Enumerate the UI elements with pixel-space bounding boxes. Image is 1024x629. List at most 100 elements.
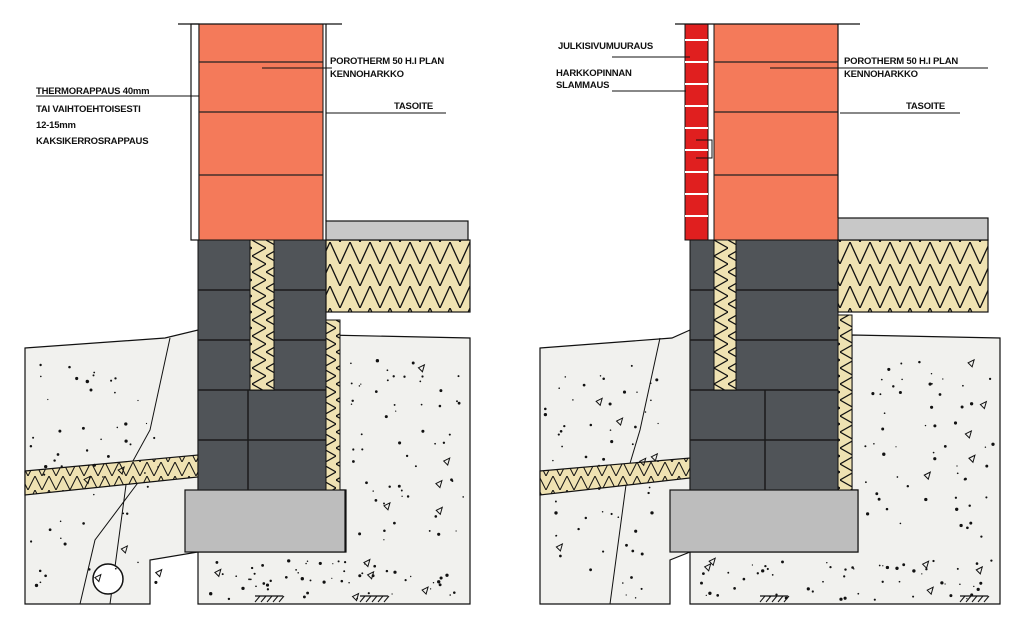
- wall-tie: [696, 139, 713, 159]
- label-kennoharkko-left: KENNOHARKKO: [330, 69, 404, 80]
- aggregate-dot: [625, 594, 627, 596]
- aggregate-dot: [388, 485, 391, 488]
- aggregate-dot: [48, 528, 52, 532]
- aggregate-dot: [455, 530, 457, 532]
- aggregate-dot: [352, 460, 355, 463]
- aggregate-dot: [373, 564, 377, 568]
- aggregate-dot: [63, 542, 67, 546]
- aggregate-dot: [75, 376, 79, 381]
- aggregate-dot: [558, 387, 560, 390]
- ground-hatch: [260, 595, 267, 603]
- aggregate-dot: [421, 429, 425, 433]
- porotherm-brick-wall: [198, 23, 324, 241]
- aggregate-dot: [878, 564, 881, 567]
- label-harkkopinnan: HARKKOPINNAN: [556, 68, 632, 79]
- aggregate-dot: [991, 442, 995, 446]
- aggregate-dot: [949, 594, 953, 598]
- aggregate-dot: [702, 572, 705, 575]
- aggregate-dot: [912, 595, 915, 598]
- aggregate-dot: [555, 534, 558, 537]
- aggregate-dot: [351, 399, 354, 403]
- aggregate-dot: [85, 379, 89, 384]
- aggregate-dot: [902, 563, 906, 567]
- aggregate-dot: [300, 577, 304, 581]
- aggregate-dot: [564, 376, 567, 378]
- aggregate-dot: [157, 466, 159, 468]
- ground-hatch: [266, 595, 273, 603]
- edge-insulation-vertical: [325, 319, 341, 491]
- aggregate-dot: [295, 569, 297, 571]
- aggregate-dot: [650, 511, 654, 515]
- ground-hatch: [765, 595, 772, 603]
- floor-slab-insulation-right: [837, 239, 989, 313]
- aggregate-dot: [756, 572, 759, 575]
- aggregate-dot: [973, 585, 975, 588]
- aggregate-dot: [733, 587, 736, 590]
- aggregate-dot: [34, 583, 39, 588]
- aggregate-dot: [969, 521, 973, 525]
- aggregate-dot: [829, 565, 832, 569]
- aggregate-stone: [967, 358, 975, 368]
- aggregate-dot: [650, 399, 652, 402]
- aggregate-dot: [442, 441, 446, 444]
- leader-lines: [36, 67, 446, 114]
- aggregate-dot: [557, 433, 560, 436]
- aggregate-dot: [901, 378, 903, 381]
- aggregate-dot: [885, 507, 889, 511]
- aggregate-dot: [383, 502, 385, 505]
- aggregate-stone: [435, 506, 444, 516]
- aggregate-dot: [806, 587, 810, 591]
- excavation-line-lower: [79, 479, 141, 605]
- aggregate-stone: [351, 592, 360, 602]
- aggregate-dot: [145, 422, 148, 425]
- aggregate-stone: [964, 430, 973, 439]
- aggregate-dot: [92, 374, 95, 377]
- excavation-line: [109, 337, 171, 605]
- aggregate-dot: [622, 582, 624, 584]
- aggregate-stone: [83, 475, 91, 485]
- aggregate-dot: [582, 383, 586, 387]
- aggregate-dot: [450, 478, 453, 482]
- aggregate-dot: [956, 465, 958, 467]
- aggregate-dot: [912, 569, 916, 573]
- aggregate-dot: [209, 592, 213, 596]
- aggregate-dot: [960, 405, 964, 409]
- concrete-footing-right: [669, 489, 859, 553]
- ground-hatch: [278, 595, 285, 603]
- aggregate-dot: [943, 445, 947, 448]
- aggregate-stone: [442, 457, 451, 467]
- ground-hatch: [759, 595, 766, 603]
- aggregate-dot: [887, 367, 891, 371]
- aggregate-dot: [764, 564, 767, 568]
- aggregate-dot: [640, 587, 643, 590]
- aggregate-dot: [930, 405, 934, 409]
- ground-hatch: [783, 595, 790, 603]
- aggregate-dot: [384, 415, 388, 419]
- aggregate-dot: [918, 360, 921, 364]
- label-kennoharkko-right: KENNOHARKKO: [844, 69, 918, 80]
- aggregate-dot: [235, 575, 238, 578]
- aggregate-dot: [266, 588, 270, 591]
- label-kaksikerrosrappaus: KAKSIKERROSRAPPAUS: [36, 136, 149, 147]
- aggregate-dot: [877, 497, 881, 501]
- aggregate-dot: [365, 481, 368, 485]
- aggregate-dot: [53, 459, 56, 462]
- aggregate-dot: [261, 564, 264, 567]
- aggregate-dot: [60, 537, 62, 540]
- aggregate-dot: [775, 593, 778, 596]
- aggregate-dot: [262, 582, 266, 585]
- aggregate-dot: [428, 529, 431, 532]
- aggregate-dot: [297, 572, 299, 574]
- aggregate-dot: [30, 540, 33, 543]
- aggregate-dot: [39, 363, 42, 367]
- aggregate-dot: [630, 576, 633, 579]
- aggregate-dot: [932, 451, 935, 454]
- aggregate-dot: [255, 585, 257, 588]
- aggregate-dot: [766, 567, 769, 571]
- aggregate-dot: [544, 407, 547, 411]
- aggregate-dot: [853, 568, 855, 570]
- aggregate-dot: [631, 443, 634, 446]
- aggregate-dot: [358, 574, 362, 578]
- aggregate-dot: [43, 473, 46, 476]
